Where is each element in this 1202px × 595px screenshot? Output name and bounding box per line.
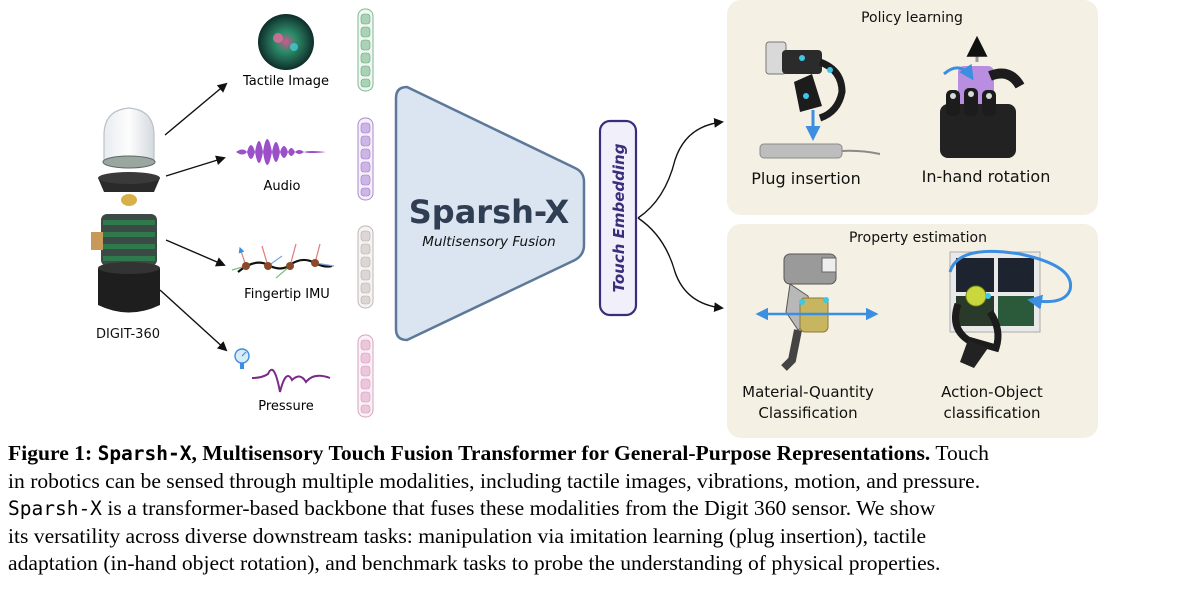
task-label-material-line2: Classification: [758, 404, 857, 422]
sensor-label: DIGIT-360: [96, 327, 160, 342]
caption-line-5: adaptation (in-hand object rotation), an…: [8, 551, 941, 575]
plug-insertion-illustration: [759, 41, 881, 159]
figure-caption: Figure 1: Sparsh-X, Multisensory Touch F…: [8, 440, 1196, 578]
caption-line-2: in robotics can be sensed through multip…: [8, 468, 981, 493]
task-label-in-hand-rotation: In-hand rotation: [922, 167, 1051, 186]
task-label-plug-insertion: Plug insertion: [751, 169, 860, 188]
sparsh-x-encoder-block: [394, 85, 586, 342]
sensor-to-modality-arrows: [159, 82, 228, 352]
model-title: Sparsh-X: [409, 193, 570, 231]
token-column-audio: [357, 117, 374, 201]
task-label-action-line2: classification: [943, 404, 1040, 422]
figure: DIGIT-360 Tactile Image Audio: [91, 0, 1098, 438]
tactile-image-icon: [258, 14, 314, 70]
modality-label-pressure: Pressure: [258, 399, 314, 414]
token-column-imu: [357, 225, 374, 309]
caption-model-name-inline: Sparsh-X: [8, 497, 102, 520]
embedding-label: Touch Embedding: [610, 143, 628, 292]
caption-model-name: Sparsh-X: [97, 442, 192, 465]
caption-label: Figure 1:: [8, 441, 93, 465]
embedding-to-task-arrows: [637, 117, 724, 313]
model-subtitle: Multisensory Fusion: [422, 234, 555, 250]
caption-line1-tail: Touch: [935, 441, 989, 465]
modality-label-tactile: Tactile Image: [242, 74, 329, 89]
caption-line-3: Sparsh-X is a transformer-based backbone…: [8, 495, 1196, 523]
modality-label-imu: Fingertip IMU: [244, 287, 330, 302]
digit-360-sensor-illustration: [91, 107, 160, 313]
audio-waveform-icon: [236, 139, 326, 165]
caption-title: , Multisensory Touch Fusion Transformer …: [191, 441, 931, 465]
token-column-pressure: [357, 334, 374, 418]
caption-line-1: Figure 1: Sparsh-X, Multisensory Touch F…: [8, 440, 1196, 468]
pressure-gauge-icon: [234, 348, 250, 369]
touch-embedding-block: [598, 119, 638, 317]
panel-title-property: Property estimation: [849, 230, 987, 246]
token-column-tactile: [357, 8, 374, 92]
modality-label-audio: Audio: [264, 179, 301, 194]
panel-title-policy: Policy learning: [861, 10, 963, 26]
in-hand-rotation-illustration: [940, 35, 1025, 158]
caption-line-4: its versatility across diverse downstrea…: [8, 523, 927, 548]
pressure-waveform-icon: [251, 368, 331, 393]
task-label-material-line1: Material-Quantity: [742, 383, 874, 401]
material-quantity-illustration: [755, 253, 879, 371]
caption-line3-text: is a transformer-based backbone that fus…: [107, 496, 936, 520]
task-label-action-line1: Action-Object: [941, 383, 1043, 401]
fingertip-imu-icon: [231, 243, 335, 279]
action-object-illustration: [948, 249, 1073, 368]
